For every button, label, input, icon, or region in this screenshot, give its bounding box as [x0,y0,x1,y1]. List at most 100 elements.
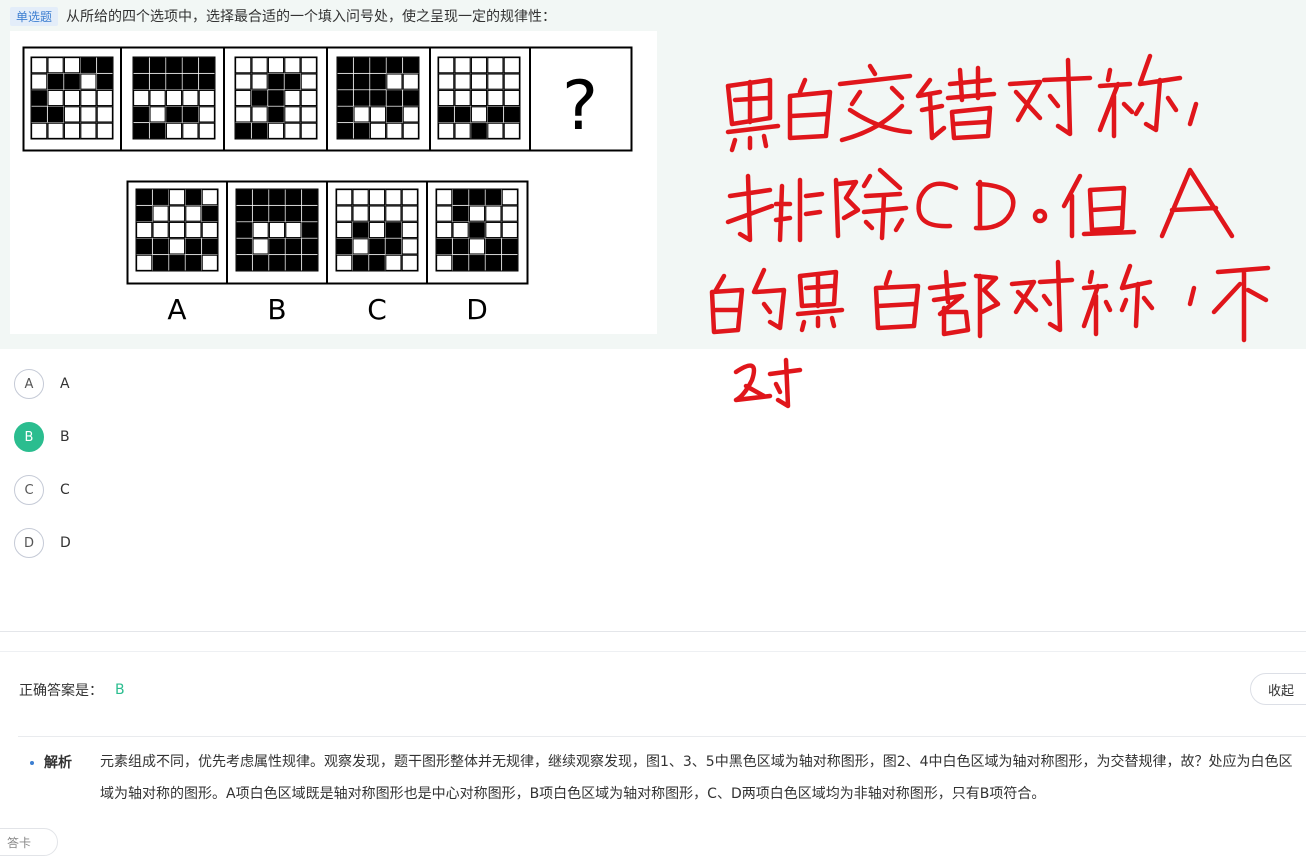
figure-cell [454,89,471,107]
option-c-radio[interactable]: C [14,475,44,505]
figure-cell [336,254,353,271]
figure-cell [80,106,97,123]
figure-cell [47,57,64,74]
figure-cell [96,73,113,90]
figure-cell [31,106,48,123]
figure-cell [468,238,486,255]
figure-cell [269,189,285,206]
figure-cell [166,106,182,123]
figure-cell [485,189,502,206]
correct-answer-label: 正确答案是： [19,683,103,699]
option-b-text: B [60,429,70,445]
figure-cell [185,189,202,206]
figure-cell [185,254,202,271]
figure-option-label: C [367,293,387,326]
figure-cell [267,122,285,139]
divider [0,631,1306,632]
option-d[interactable]: D D [14,526,314,560]
figure-cell [385,238,402,255]
figure-cell [369,122,387,139]
figure-cell [185,205,202,222]
figure-cell [149,106,166,123]
figure-cell [386,106,403,123]
figure-cell [96,57,113,74]
figure-cell [182,73,199,90]
figure-cell [269,205,285,222]
figure-cell [251,122,268,139]
figure-option-label: D [466,293,488,326]
figure-cell [470,73,488,90]
figure-cell [353,122,370,139]
figure-cell [452,205,469,222]
figure-cell [337,57,354,74]
bullet-icon [30,761,34,765]
option-a-radio[interactable]: A [14,369,44,399]
figure-cell [284,89,301,107]
collapse-button[interactable]: 收起 [1250,673,1306,705]
figure-cell [96,122,113,139]
figure-cell [185,238,202,255]
figure-cell [401,205,418,222]
figure-cell [235,106,252,123]
figure-cell [236,205,253,222]
question-mark: ? [562,67,598,146]
figure-cell [336,238,353,255]
figure-cell [370,57,386,74]
figure-cell [96,89,113,107]
figure-cell [352,238,369,255]
figure-cell [502,254,518,271]
figure-cell [166,57,182,74]
figure-cell [352,189,369,206]
figure-cell [487,73,504,90]
figure-cell [251,106,268,123]
figure-cell [149,57,166,74]
figure-cell [285,221,302,239]
option-b[interactable]: B B [14,420,314,454]
figure-cell [336,189,353,206]
analysis-text: 元素组成不同，优先考虑属性规律。观察发现，题干图形整体并无规律，继续观察发现，图… [100,754,1293,802]
figure-cell [284,57,301,74]
figure-cell [469,254,485,271]
figure-cell [136,205,152,222]
figure-cell [64,73,80,90]
question-stem: 从所给的四个选项中，选择最合适的一个填入问号处，使之呈现一定的规律性： [66,9,557,25]
figure-cell [502,238,518,255]
answer-card-toggle[interactable]: 答卡 [0,828,58,856]
question-type-badge: 单选题 [10,6,59,26]
option-b-radio[interactable]: B [14,422,44,452]
figure-cell [352,254,369,271]
figure-cell [165,89,183,107]
figure-cell [401,221,418,239]
figure-cell [251,57,268,74]
option-a[interactable]: A A [14,367,314,401]
figure-cell [302,205,318,222]
figure-cell [80,122,97,139]
correct-answer: 正确答案是： B [19,680,125,700]
figure-cell [485,221,502,239]
handwriting-stroke [733,357,803,409]
figure-cell [369,106,387,123]
figure-cell [452,238,469,255]
figure-cell [252,238,269,255]
figure-cell [267,57,285,74]
figure-cell [252,189,269,206]
option-d-text: D [60,535,71,551]
option-d-radio[interactable]: D [14,528,44,558]
figure-cell [201,205,218,222]
figure-cell [368,221,386,239]
figure-cell [353,106,370,123]
figure-cell [438,122,455,139]
figure-cell [133,122,149,139]
figure-cell [149,73,166,90]
figure-cell [386,57,403,74]
figure-cell [369,254,385,271]
figure-option-label: A [167,293,186,326]
option-c[interactable]: C C [14,473,314,507]
figure-cell [235,73,252,90]
figure-cell [236,238,253,255]
figure-cell [402,106,419,123]
figure-cell [235,89,252,107]
figure-cell [63,106,81,123]
